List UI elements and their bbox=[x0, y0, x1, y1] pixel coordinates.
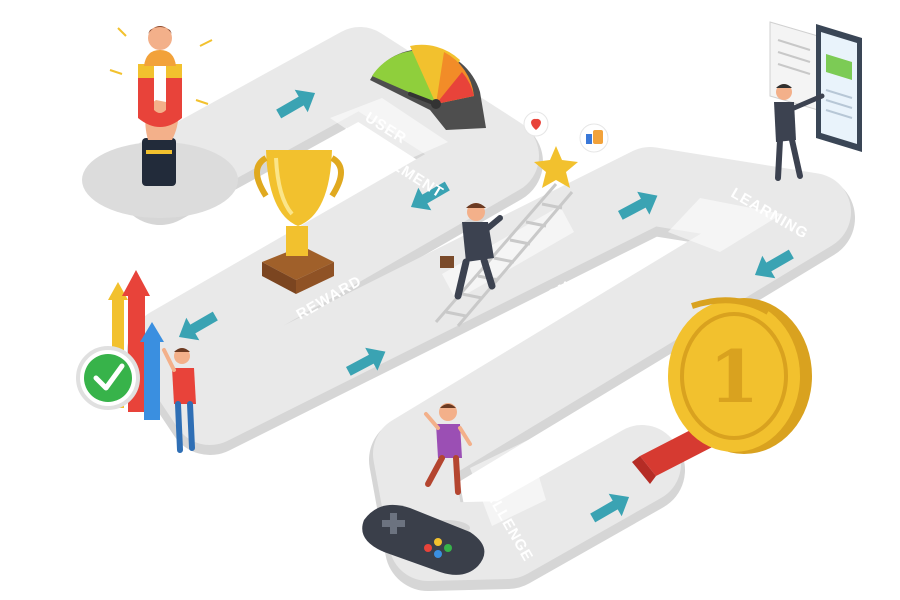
spark-icon bbox=[109, 27, 213, 105]
check-icon bbox=[93, 363, 125, 391]
engagement-gauge-illustration bbox=[370, 44, 486, 130]
trophy-stem bbox=[286, 226, 308, 256]
button-blue-icon bbox=[434, 550, 442, 558]
trophy-base-top bbox=[262, 246, 334, 280]
arrow-icon bbox=[617, 191, 658, 220]
challenge-illustration bbox=[362, 403, 485, 575]
briefcase-icon bbox=[440, 256, 454, 268]
checkmark-badge-icon bbox=[84, 354, 132, 402]
button-red-icon bbox=[424, 544, 432, 552]
sleeve-icon bbox=[142, 138, 176, 186]
learning-illustration bbox=[769, 21, 862, 181]
thumbs-up-icon bbox=[586, 134, 592, 144]
trophy-illustration bbox=[254, 150, 344, 294]
medal-number: 1 bbox=[709, 334, 759, 419]
button-green-icon bbox=[444, 544, 452, 552]
trophy-cup-icon bbox=[266, 150, 332, 226]
button-yellow-icon bbox=[434, 538, 442, 546]
ladder-climber-illustration bbox=[434, 111, 609, 327]
magnet-hand-illustration bbox=[82, 26, 238, 218]
medal-icon bbox=[668, 300, 800, 452]
arrow-icon bbox=[276, 89, 316, 119]
stage-label-achievement: ACHIEVEMENT bbox=[44, 409, 157, 484]
arrow-icon bbox=[590, 493, 630, 523]
medal-illustration: 1 bbox=[632, 297, 812, 484]
dpad-icon bbox=[382, 513, 405, 534]
climber-body bbox=[462, 222, 494, 262]
arrow-icon bbox=[754, 249, 794, 279]
star-icon bbox=[534, 146, 578, 188]
heart-icon bbox=[531, 118, 541, 130]
achievement-illustration bbox=[76, 270, 196, 453]
arrow-up-blue-icon bbox=[140, 322, 164, 420]
person-head-icon bbox=[148, 26, 172, 50]
ladder-icon bbox=[434, 183, 574, 327]
learner-body bbox=[774, 102, 796, 142]
person-shirt bbox=[172, 368, 196, 404]
road-arrows bbox=[178, 89, 794, 523]
gauge-red bbox=[436, 72, 474, 104]
arrow-icon bbox=[178, 311, 218, 341]
book-icon bbox=[769, 21, 819, 111]
jumper-shirt bbox=[436, 424, 462, 458]
arrow-icon bbox=[410, 181, 450, 211]
magnet-icon bbox=[138, 64, 182, 127]
arrow-icon bbox=[345, 347, 386, 376]
